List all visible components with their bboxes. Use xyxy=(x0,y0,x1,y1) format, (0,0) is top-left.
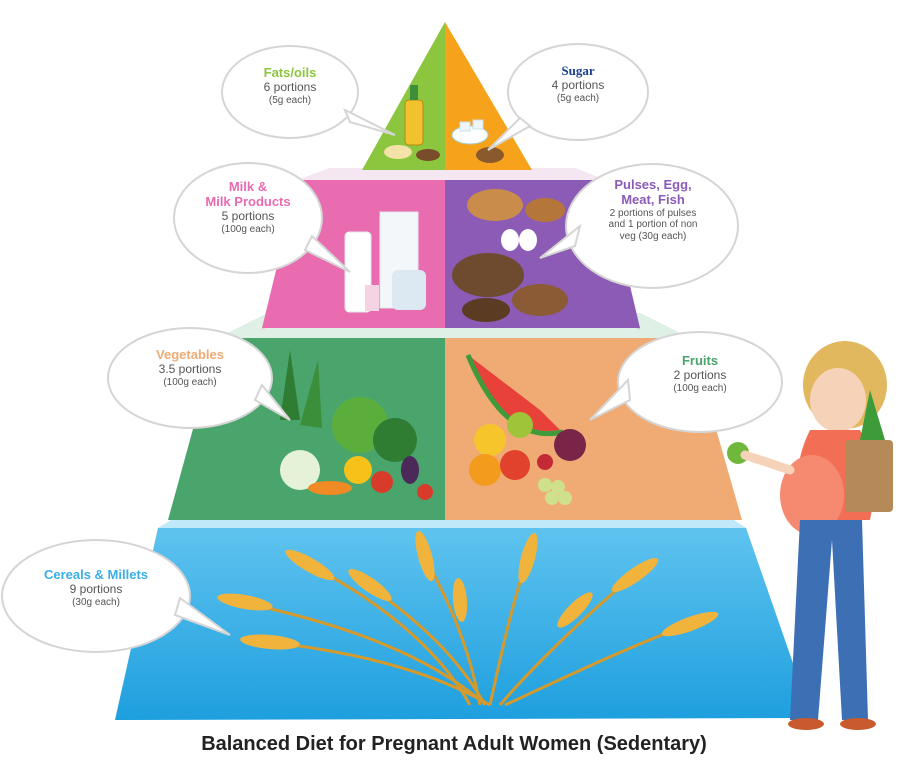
sugar-title: Sugar xyxy=(518,64,638,79)
milk-size: (100g each) xyxy=(180,224,316,236)
pulses-line3: veg (30g each) xyxy=(575,231,731,243)
sugar-size: (5g each) xyxy=(518,93,638,105)
pulses-title-line2: Meat, Fish xyxy=(575,193,731,208)
cereals-title: Cereals & Millets xyxy=(14,568,178,583)
pulses-line1: 2 portions of pulses xyxy=(575,208,731,220)
tier-cereals xyxy=(115,497,812,720)
vegetables-title: Vegetables xyxy=(120,348,260,363)
diagram-caption: Balanced Diet for Pregnant Adult Women (… xyxy=(0,733,908,756)
label-vegetables: Vegetables 3.5 portions (100g each) xyxy=(120,348,260,388)
fruits-size: (100g each) xyxy=(630,383,770,395)
milk-portions: 5 portions xyxy=(180,210,316,224)
fruits-portions: 2 portions xyxy=(630,369,770,383)
tier-fats-sugar xyxy=(362,22,532,170)
fats-portions: 6 portions xyxy=(232,81,348,95)
pulses-line2: and 1 portion of non xyxy=(575,219,731,231)
vegetables-size: (100g each) xyxy=(120,377,260,389)
fats-title: Fats/oils xyxy=(232,66,348,81)
fruits-title: Fruits xyxy=(630,354,770,369)
label-fats: Fats/oils 6 portions (5g each) xyxy=(232,66,348,106)
pulses-title-line1: Pulses, Egg, xyxy=(575,178,731,193)
label-fruits: Fruits 2 portions (100g each) xyxy=(630,354,770,394)
cereals-size: (30g each) xyxy=(14,597,178,609)
label-milk: Milk & Milk Products 5 portions (100g ea… xyxy=(180,180,316,235)
milk-title-line1: Milk & xyxy=(180,180,316,195)
label-sugar: Sugar 4 portions (5g each) xyxy=(518,64,638,104)
label-pulses: Pulses, Egg, Meat, Fish 2 portions of pu… xyxy=(575,178,731,242)
sugar-portions: 4 portions xyxy=(518,79,638,93)
milk-title-line2: Milk Products xyxy=(180,195,316,210)
bubble-fats-tail xyxy=(345,110,395,135)
vegetables-portions: 3.5 portions xyxy=(120,363,260,377)
cereals-portions: 9 portions xyxy=(14,583,178,597)
label-cereals: Cereals & Millets 9 portions (30g each) xyxy=(14,568,178,608)
fats-size: (5g each) xyxy=(232,95,348,107)
